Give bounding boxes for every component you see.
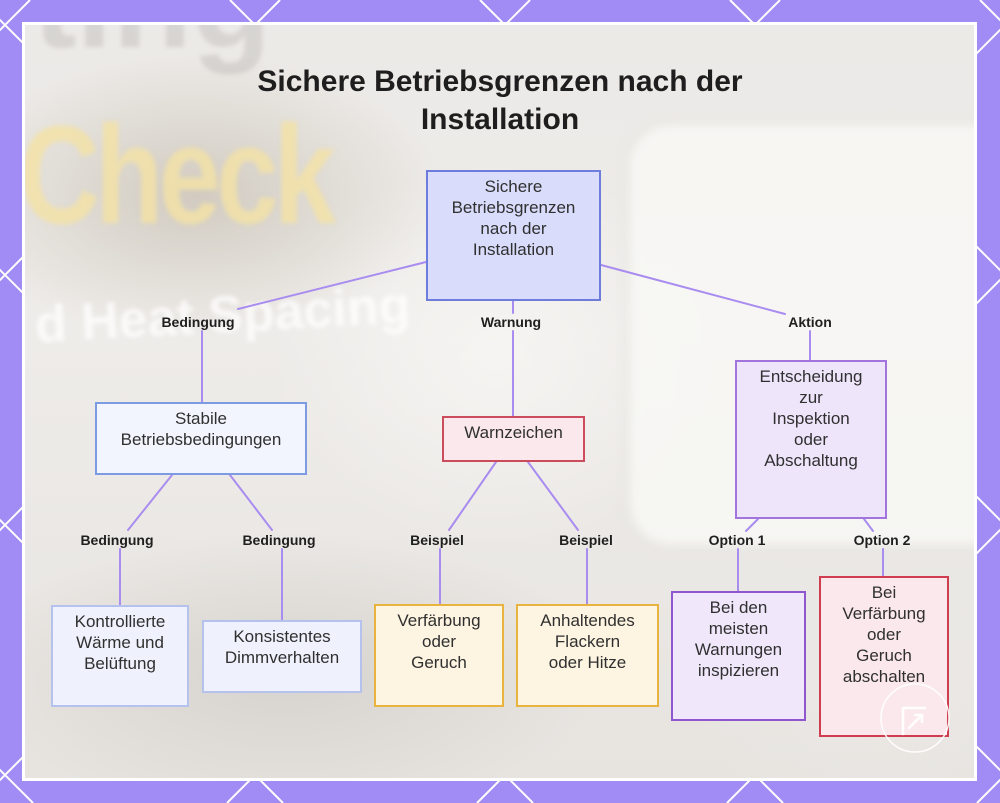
edge-stable-to-controlled-heat	[119, 474, 173, 606]
discoloration-node: Verfärbung oder Geruch	[374, 604, 504, 707]
consistent-dimming-label: Konsistentes Dimmverhalten	[224, 627, 340, 667]
decision-node: Entscheidung zur Inspektion oder Abschal…	[735, 360, 887, 519]
edge-label-stable-condition-2: Bedingung	[242, 532, 316, 548]
edge-label-root-warning: Warnung	[480, 314, 542, 330]
inspect-label: Bei den meisten Warnungen inspizieren	[694, 598, 783, 680]
diagram-title: Sichere Betriebsgrenzen nach der Install…	[257, 65, 743, 136]
warning-signs-node: Warnzeichen	[442, 416, 585, 462]
root-node: Sichere Betriebsgrenzen nach der Install…	[426, 170, 601, 301]
background-photo-text-top: ting	[33, 25, 271, 67]
edge-root-to-decision	[600, 264, 811, 361]
edge-label-decision-option-2: Option 2	[853, 532, 911, 548]
controlled-heat-label: Kontrollierte Wärme und Belüftung	[74, 612, 166, 673]
consistent-dimming-node: Konsistentes Dimmverhalten	[202, 620, 362, 693]
edge-root-to-stable-conditions	[201, 261, 427, 403]
edge-decision-to-shutdown	[863, 518, 884, 577]
edge-label-decision-option-1: Option 1	[708, 532, 766, 548]
root-node-label: Sichere Betriebsgrenzen nach der Install…	[451, 177, 576, 259]
edge-label-root-condition: Bedingung	[161, 314, 235, 330]
edge-label-root-action: Aktion	[788, 314, 832, 330]
edge-warning-to-discoloration	[439, 461, 497, 605]
stable-conditions-label: Stabile Betriebsbedingungen	[120, 409, 282, 449]
stable-conditions-node: Stabile Betriebsbedingungen	[95, 402, 307, 475]
edge-stable-to-consistent-dimming	[229, 474, 283, 621]
controlled-heat-node: Kontrollierte Wärme und Belüftung	[51, 605, 189, 707]
edge-label-warning-example-1: Beispiel	[410, 532, 464, 548]
edge-decision-to-inspect	[737, 518, 759, 592]
shutdown-node: Bei Verfärbung oder Geruch abschalten	[819, 576, 949, 737]
edge-label-warning-example-2: Beispiel	[559, 532, 613, 548]
decision-label: Entscheidung zur Inspektion oder Abschal…	[759, 367, 863, 470]
corner-arrow-icon	[901, 706, 927, 736]
flicker-heat-node: Anhaltendes Flackern oder Hitze	[516, 604, 659, 707]
logo-circle	[880, 683, 950, 753]
shutdown-label: Bei Verfärbung oder Geruch abschalten	[842, 583, 926, 686]
discoloration-label: Verfärbung oder Geruch	[397, 611, 481, 672]
inspect-node: Bei den meisten Warnungen inspizieren	[671, 591, 806, 721]
background-photo-sign-word: Check	[22, 96, 336, 253]
flicker-heat-label: Anhaltendes Flackern oder Hitze	[540, 611, 635, 672]
edge-label-stable-condition-1: Bedingung	[80, 532, 154, 548]
warning-signs-label: Warnzeichen	[464, 423, 563, 442]
edge-warning-to-flicker-heat	[527, 461, 588, 605]
